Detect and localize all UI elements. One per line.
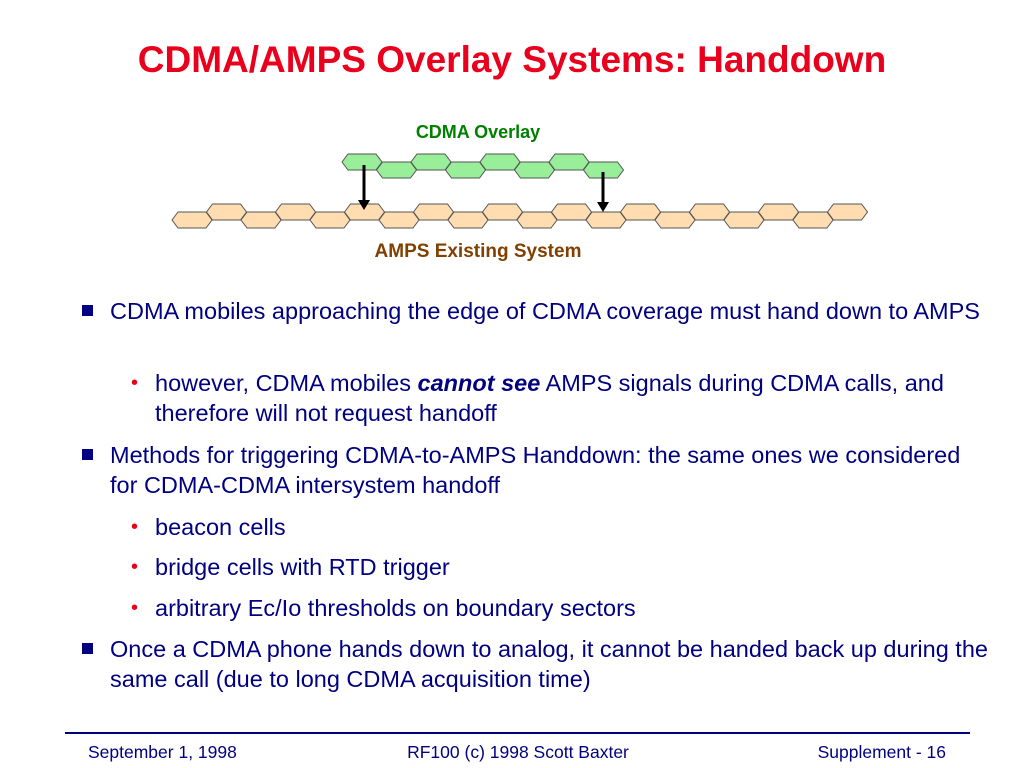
bullet-text: Methods for triggering CDMA-to-AMPS Hand… — [110, 442, 961, 498]
bullet-text-pre: however, CDMA mobiles — [155, 370, 418, 396]
bullet-level2: • bridge cells with RTD trigger — [131, 552, 955, 582]
overlay-diagram: CDMA Overlay AMPS Existing System — [0, 110, 1024, 280]
handdown-arrow-left-head — [358, 200, 370, 210]
amps-cell — [171, 211, 213, 229]
bullet-text: beacon cells — [155, 514, 286, 540]
amps-cell — [585, 211, 627, 229]
footer-page-number: Supplement - 16 — [817, 742, 946, 762]
cdma-cell — [410, 153, 452, 171]
dot-bullet-icon: • — [131, 516, 139, 538]
amps-cell — [550, 203, 593, 221]
amps-cell — [723, 211, 765, 229]
bullet-level1: Methods for triggering CDMA-to-AMPS Hand… — [82, 440, 990, 500]
bullet-text: bridge cells with RTD trigger — [155, 554, 450, 580]
bullet-text: CDMA mobiles approaching the edge of CDM… — [110, 298, 980, 324]
amps-cell — [412, 203, 455, 221]
square-bullet-icon — [82, 305, 93, 316]
slide-title: CDMA/AMPS Overlay Systems: Handdown — [137, 39, 887, 80]
bullet-level2: • arbitrary Ec/Io thresholds on boundary… — [131, 593, 955, 623]
square-bullet-icon — [82, 449, 93, 460]
footer-date: September 1, 1998 — [88, 742, 237, 762]
bullet-level1: CDMA mobiles approaching the edge of CDM… — [82, 296, 990, 326]
amps-cell — [619, 203, 662, 221]
footer-copyright: RF100 (c) 1998 Scott Baxter — [407, 742, 629, 762]
amps-cell — [688, 203, 731, 221]
amps-cell — [309, 211, 351, 229]
amps-cell — [654, 211, 696, 229]
amps-cell — [274, 203, 317, 221]
amps-cell — [240, 211, 282, 229]
amps-cell — [757, 203, 800, 221]
bullet-level1: Once a CDMA phone hands down to analog, … — [82, 634, 990, 694]
bullet-level2: • beacon cells — [131, 512, 955, 542]
cdma-overlay-label: CDMA Overlay — [415, 122, 541, 142]
cdma-cell — [444, 161, 487, 179]
bullet-text-post: AMPS signals during CDMA calls, and ther… — [155, 370, 944, 426]
amps-cell — [481, 203, 524, 221]
footer-divider — [65, 732, 970, 734]
amps-existing-system-label: AMPS Existing System — [374, 241, 582, 262]
bullet-emphasis: cannot see — [417, 370, 541, 396]
cdma-cell — [548, 153, 590, 171]
cdma-cell — [582, 161, 625, 179]
bullet-text: Once a CDMA phone hands down to analog, … — [110, 636, 988, 692]
bullet-text: arbitrary Ec/Io thresholds on boundary s… — [155, 595, 636, 621]
cdma-cell — [513, 161, 556, 179]
amps-cell — [792, 211, 834, 229]
dot-bullet-icon: • — [131, 597, 139, 619]
dot-bullet-icon: • — [131, 372, 139, 394]
dot-bullet-icon: • — [131, 556, 139, 578]
overlay-diagram-graphic — [171, 153, 869, 229]
amps-cell — [516, 211, 558, 229]
square-bullet-icon — [82, 643, 93, 654]
amps-cell — [826, 203, 869, 221]
handdown-arrow-right-head — [597, 202, 609, 212]
amps-cell — [205, 203, 248, 221]
amps-cell — [378, 211, 420, 229]
bullet-level2: • however, CDMA mobiles cannot see AMPS … — [131, 368, 955, 428]
amps-cell — [447, 211, 489, 229]
cdma-cell — [375, 161, 418, 179]
cdma-cell — [479, 153, 521, 171]
cdma-cell — [341, 153, 383, 171]
